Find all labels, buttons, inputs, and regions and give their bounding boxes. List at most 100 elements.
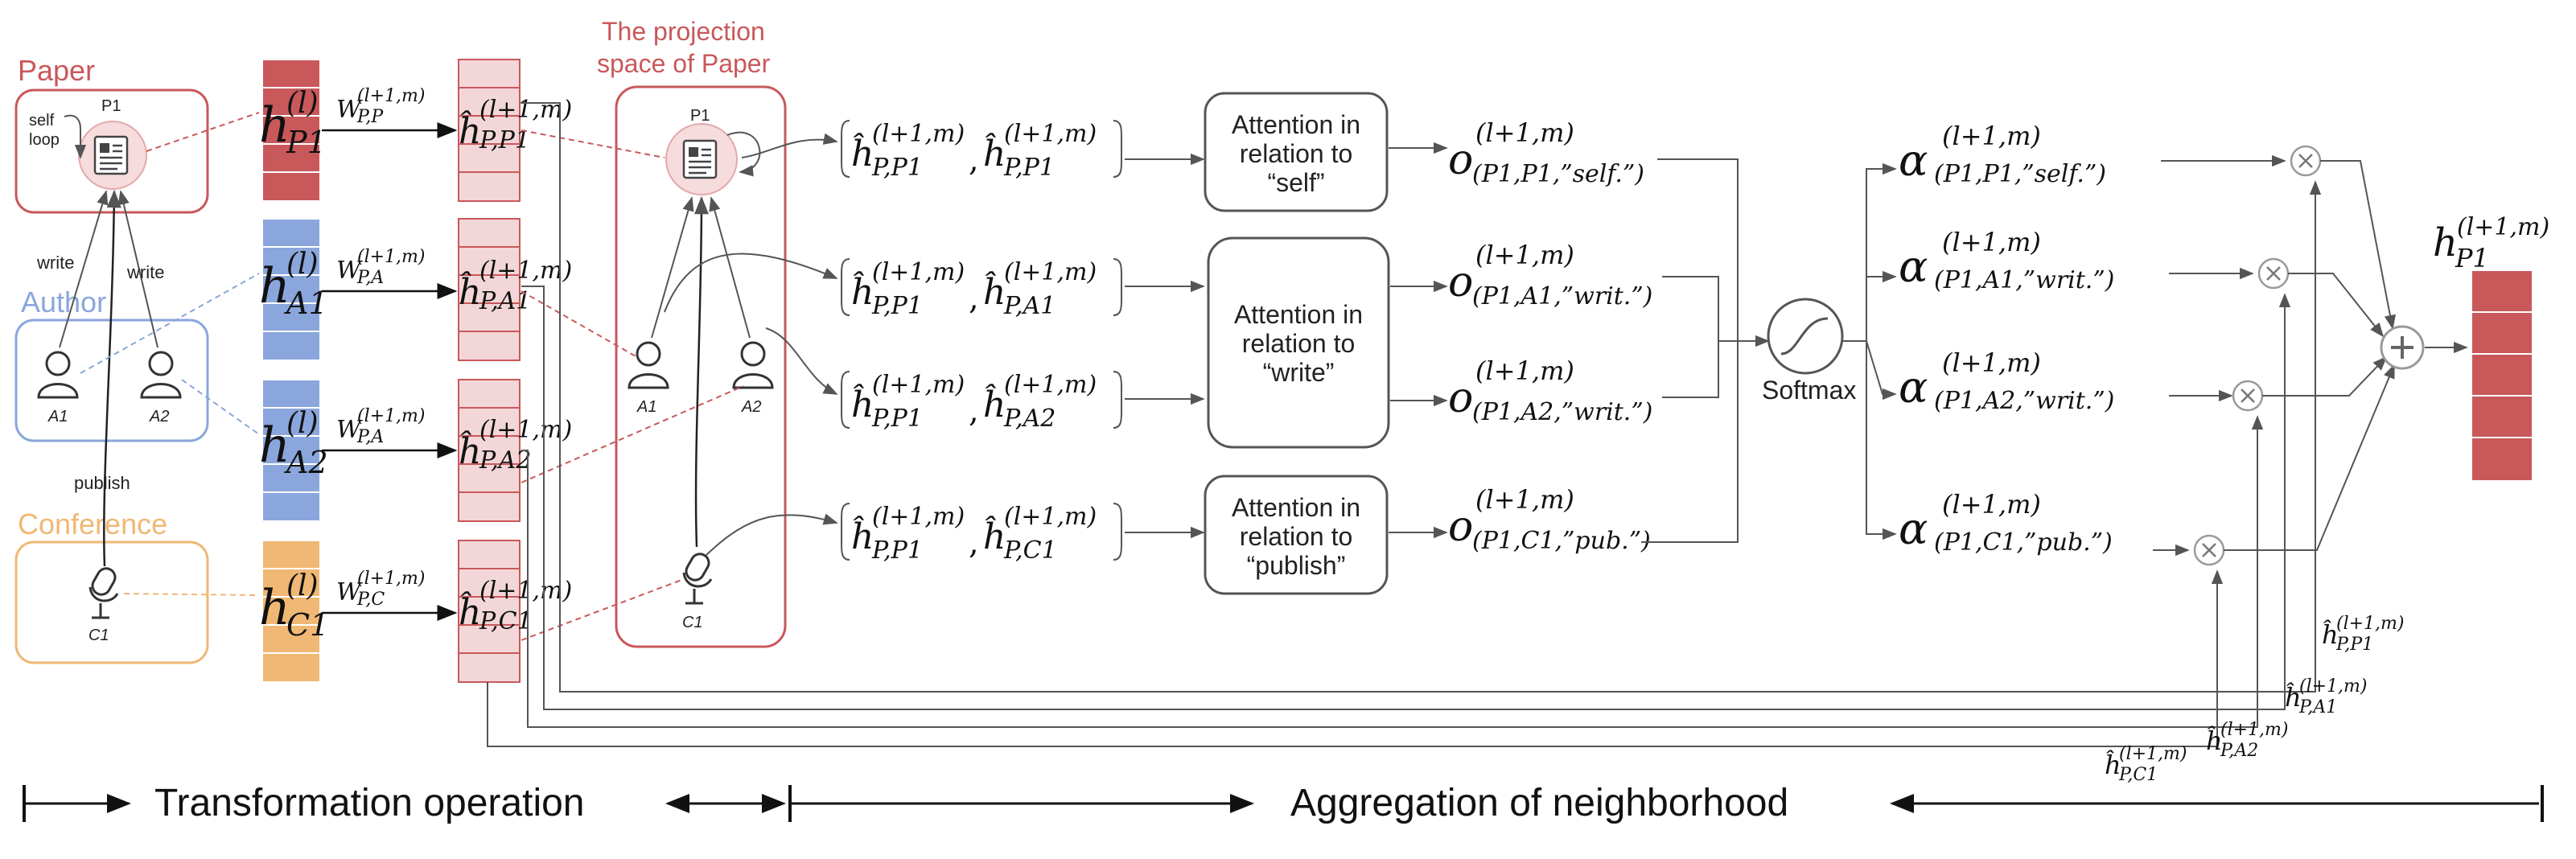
svg-text:A1: A1 — [284, 286, 328, 321]
label-hhat-a2: ĥ (l+1,m) P,A2 — [459, 416, 572, 475]
svg-text:α: α — [1899, 241, 1928, 292]
softmax-node — [1767, 298, 1844, 375]
conference-group-box — [14, 540, 209, 664]
output-writ-a1: o (l+1,m) (P1,A1,”writ.”) — [1448, 240, 1652, 310]
svg-text:P,A: P,A — [356, 268, 384, 288]
alpha-writ-a2: α (l+1,m) (P1,A2,”writ.”) — [1899, 347, 2114, 415]
svg-text:(l+1,m): (l+1,m) — [2119, 744, 2187, 764]
edge-c1-p1 — [103, 189, 121, 567]
svg-text:(l+1,m): (l+1,m) — [357, 247, 426, 267]
svg-text:relation to: relation to — [1242, 329, 1356, 358]
svg-text:(P1,A1,”writ.”): (P1,A1,”writ.”) — [1472, 282, 1652, 310]
svg-text:P,P1: P,P1 — [2335, 635, 2373, 655]
svg-text:(l+1,m): (l+1,m) — [1004, 503, 1097, 531]
svg-text:(l+1,m): (l+1,m) — [1475, 240, 1574, 270]
output-writ-a2: o (l+1,m) (P1,A2,”writ.”) — [1448, 356, 1652, 426]
svg-text:P,A1: P,A1 — [2298, 697, 2337, 717]
skip-p1 — [521, 102, 2322, 693]
skip-label-c1: ĥ (l+1,m) P,C1 — [2105, 744, 2187, 785]
dash-proj-a1 — [521, 290, 638, 358]
svg-text:ĥ: ĥ — [2322, 619, 2339, 650]
projected-column-c1 — [458, 540, 521, 683]
attention-self-box: Attention in relation to “self” — [1204, 92, 1389, 212]
svg-text:(l+1,m): (l+1,m) — [1004, 120, 1097, 148]
svg-text:(l+1,m): (l+1,m) — [872, 371, 965, 399]
svg-text:P,A1: P,A1 — [1003, 292, 1056, 320]
pair-c1: ĥ (l+1,m) P,P1 , ĥ (l+1,m) P,C1 — [841, 503, 1122, 565]
svg-text:h: h — [259, 580, 290, 636]
projection-title-1: The projection — [602, 17, 765, 46]
label-hhat-p1: ĥ (l+1,m) P,P1 — [459, 96, 572, 154]
svg-text:(l+1,m): (l+1,m) — [2336, 614, 2405, 634]
svg-text:(l+1,m): (l+1,m) — [357, 86, 426, 106]
projection-label-a2: A2 — [741, 398, 761, 416]
svg-text:,: , — [969, 393, 979, 430]
svg-text:(l+1,m): (l+1,m) — [872, 503, 965, 531]
svg-text:P,C: P,C — [356, 590, 385, 610]
svg-text:h: h — [259, 417, 290, 474]
branch-softmax-a1 — [1866, 270, 1897, 341]
dash-proj-a2 — [521, 385, 744, 483]
svg-text:(l): (l) — [286, 569, 319, 602]
svg-text:W: W — [336, 416, 363, 444]
paper-node-p1 — [78, 121, 147, 190]
link-o-self-softmax — [1657, 158, 1768, 342]
edge-label-write-right: write — [126, 262, 164, 282]
svg-text:ĥ: ĥ — [983, 132, 1006, 175]
svg-text:(l+1,m): (l+1,m) — [1942, 489, 2041, 520]
projected-column-a1 — [458, 218, 521, 361]
link-mult-a2-plus — [2262, 356, 2388, 397]
author-node-a2 — [140, 351, 182, 399]
svg-text:ĥ: ĥ — [983, 515, 1006, 557]
weight-pc: W (l+1,m) P,C — [322, 569, 458, 621]
softmax-label: Softmax — [1762, 376, 1856, 405]
svg-text:ĥ: ĥ — [2285, 682, 2302, 713]
node-label-a1: A1 — [47, 408, 68, 425]
alpha-self: α (l+1,m) (P1,P1,”self.”) — [1899, 121, 2106, 188]
svg-text:ĥ: ĥ — [851, 132, 874, 175]
svg-text:P,C1: P,C1 — [2118, 765, 2158, 785]
svg-text:ĥ: ĥ — [459, 590, 481, 633]
svg-text:(l+1,m): (l+1,m) — [872, 258, 965, 286]
projected-column-a2 — [458, 379, 521, 522]
edge-a1-p1 — [59, 190, 109, 348]
link-o-a2-softmax — [1662, 341, 1719, 398]
link-o-pub-softmax — [1641, 341, 1739, 543]
projection-box — [615, 85, 787, 648]
edge-label-publish: publish — [74, 473, 130, 493]
svg-text:h: h — [259, 258, 290, 314]
skip-label-a2: ĥ (l+1,m) P,A2 — [2206, 720, 2289, 761]
link-mult-pub-plus — [2224, 364, 2395, 551]
svg-text:ĥ: ĥ — [851, 383, 874, 425]
svg-text:W: W — [336, 96, 363, 124]
svg-text:(l+1,m): (l+1,m) — [2457, 213, 2549, 241]
self-loop-label-2: loop — [29, 131, 60, 149]
svg-text:Attention in: Attention in — [1232, 110, 1360, 139]
svg-text:(l+1,m): (l+1,m) — [1004, 258, 1097, 286]
svg-text:P,A2: P,A2 — [1003, 405, 1056, 433]
stage-label-aggregation: Aggregation of neighborhood — [1290, 782, 1788, 824]
pair-a1: ĥ (l+1,m) P,P1 , ĥ (l+1,m) P,A1 — [841, 258, 1122, 320]
svg-text:W: W — [336, 257, 363, 285]
projection-edge-a1 — [651, 196, 694, 339]
svg-text:relation to: relation to — [1240, 522, 1353, 551]
svg-text:P,P1: P,P1 — [871, 536, 923, 565]
multiply-self-icon — [2290, 145, 2322, 177]
result-column — [2471, 269, 2533, 482]
dash-proj-p1 — [521, 129, 665, 158]
weight-pa-2: W (l+1,m) P,A — [322, 406, 458, 458]
skip-label-p1: ĥ (l+1,m) P,P1 — [2322, 614, 2405, 655]
edge-label-write-left: write — [36, 253, 74, 273]
projection-label-a1: A1 — [636, 398, 656, 416]
svg-text:“self”: “self” — [1267, 168, 1324, 197]
author-group-title: Author — [21, 286, 106, 319]
dash-c1-feature — [123, 593, 260, 596]
projection-node-a1 — [628, 341, 669, 389]
svg-text:(l): (l) — [286, 407, 319, 440]
svg-text:o: o — [1448, 258, 1473, 306]
svg-text:(l+1,m): (l+1,m) — [479, 577, 572, 605]
branch-softmax-a2 — [1866, 340, 1897, 401]
projection-node-c1 — [682, 553, 713, 605]
svg-text:ĥ: ĥ — [851, 270, 874, 313]
projected-column-p1 — [458, 59, 521, 202]
